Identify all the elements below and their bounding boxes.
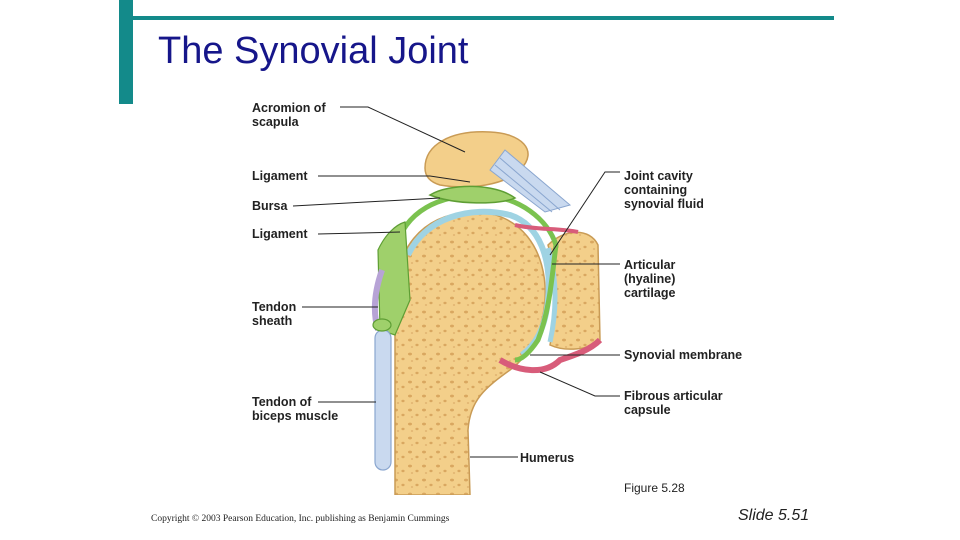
slide-number: Slide 5.51: [738, 507, 810, 524]
glenoid: [545, 231, 601, 350]
svg-text:Tendon of: Tendon of: [252, 395, 312, 409]
svg-text:Ligament: Ligament: [252, 227, 308, 241]
biceps-tendon: [371, 221, 411, 471]
bursa-shape: [428, 185, 517, 204]
svg-text:Tendon: Tendon: [252, 300, 296, 314]
svg-text:containing: containing: [624, 183, 687, 197]
slide-title: The Synovial Joint: [158, 30, 469, 72]
capsule-upper: [514, 223, 579, 234]
svg-text:Articular: Articular: [624, 258, 676, 272]
svg-text:biceps muscle: biceps muscle: [252, 409, 338, 423]
svg-text:Joint cavity: Joint cavity: [624, 169, 693, 183]
label-bursa: Bursa: [252, 197, 441, 213]
label-joint-cavity: Joint cavity containing synovial fluid: [549, 169, 704, 256]
label-humerus: Humerus: [470, 451, 574, 465]
svg-text:Ligament: Ligament: [252, 169, 308, 183]
accent-bar: [119, 0, 133, 104]
svg-text:sheath: sheath: [252, 314, 292, 328]
label-articular-cartilage: Articular (hyaline) cartilage: [552, 258, 676, 300]
svg-text:capsule: capsule: [624, 403, 671, 417]
svg-text:Bursa: Bursa: [252, 199, 288, 213]
label-tendon-biceps: Tendon of biceps muscle: [252, 395, 376, 423]
label-ligament-top: Ligament: [252, 169, 471, 183]
svg-text:cartilage: cartilage: [624, 286, 675, 300]
fibrous-capsule-shape: [498, 337, 603, 374]
label-acromion: Acromion of scapula: [252, 101, 466, 153]
svg-text:synovial fluid: synovial fluid: [624, 197, 704, 211]
svg-text:scapula: scapula: [252, 115, 300, 129]
copyright-notice: Copyright © 2003 Pearson Education, Inc.…: [151, 514, 450, 524]
humerus-bone: [394, 211, 546, 495]
figure-caption: Figure 5.28: [624, 481, 685, 495]
svg-text:Acromion of: Acromion of: [252, 101, 326, 115]
svg-text:Humerus: Humerus: [520, 451, 574, 465]
label-fibrous-capsule: Fibrous articular capsule: [539, 371, 723, 417]
svg-text:(hyaline): (hyaline): [624, 272, 675, 286]
label-tendon-sheath: Tendon sheath: [252, 300, 378, 328]
synovial-membrane-shape: [392, 192, 559, 363]
synovial-joint-diagram: Acromion of scapula Ligament Bursa Ligam…: [252, 101, 742, 495]
label-synovial-membrane: Synovial membrane: [530, 348, 742, 362]
svg-text:Synovial membrane: Synovial membrane: [624, 348, 742, 362]
label-ligament-lower: Ligament: [252, 227, 401, 241]
ligament-fan: [489, 149, 572, 213]
accent-line: [133, 16, 834, 20]
svg-text:Fibrous articular: Fibrous articular: [624, 389, 723, 403]
